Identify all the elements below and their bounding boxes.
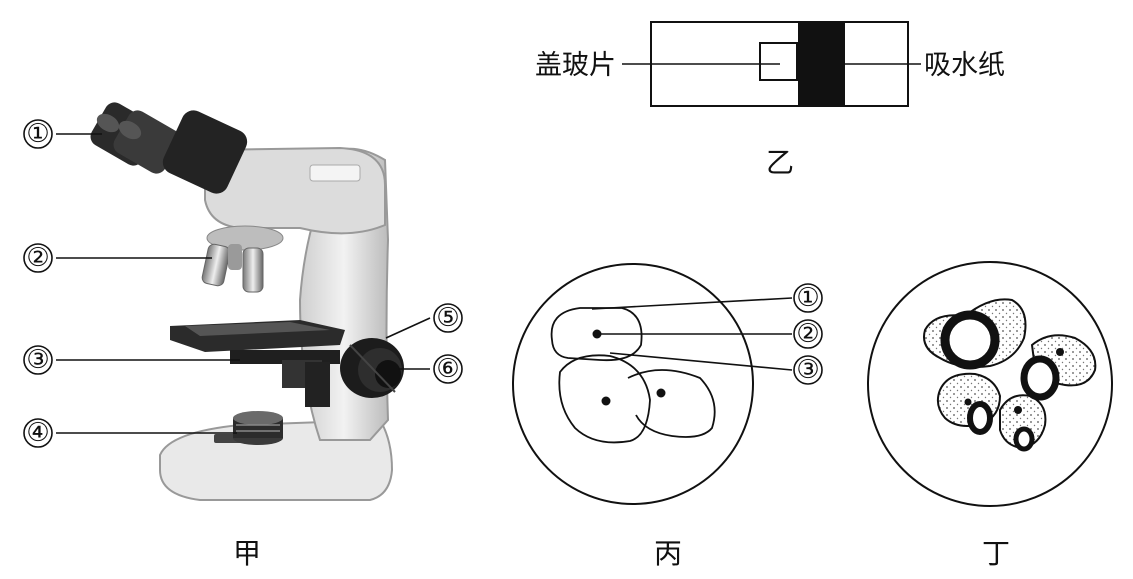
- microscope-stage: [170, 320, 345, 407]
- label-blotting-paper: 吸水纸: [924, 50, 1005, 81]
- slide-figure: 盖玻片 吸水纸 乙: [535, 21, 1005, 179]
- eyepiece: [90, 102, 248, 194]
- marker-3: ③: [26, 345, 49, 375]
- marker-cell-2: ②: [796, 319, 819, 349]
- marker-6: ⑥: [436, 354, 459, 384]
- caption-yi: 乙: [766, 146, 794, 179]
- marker-cell-1: ①: [796, 283, 819, 313]
- nucleus: [964, 398, 972, 406]
- marker-5: ⑤: [436, 303, 459, 333]
- marker-cell-3: ③: [796, 355, 819, 385]
- cell-lower-right: [627, 369, 716, 438]
- objective-lens: [201, 225, 284, 293]
- label-coverslip: 盖玻片: [535, 50, 616, 81]
- nucleus: [656, 388, 666, 398]
- marker-2: ②: [26, 243, 49, 273]
- air-bubble: [1013, 426, 1035, 452]
- air-bubble: [1020, 355, 1060, 401]
- blotting-paper: [798, 22, 845, 106]
- air-bubble: [940, 310, 1000, 370]
- caption-bing: 丙: [654, 537, 682, 570]
- cell-view-bing: ① ② ③ 丙: [512, 263, 823, 570]
- cell-upper: [550, 307, 643, 362]
- marker-4: ④: [26, 418, 49, 448]
- marker-1: ①: [26, 119, 49, 149]
- nucleus: [1014, 406, 1022, 414]
- stained-cell: [999, 394, 1047, 450]
- cell-view-ding: 丁: [867, 261, 1113, 570]
- field-of-view-circle: [512, 263, 754, 505]
- caption-ding: 丁: [982, 537, 1010, 570]
- microscope-figure: ① ② ③ ④ ⑤ ⑥ 甲: [23, 102, 463, 570]
- light-source: [233, 411, 283, 445]
- focus-knob: [340, 338, 404, 398]
- nucleus: [601, 396, 611, 406]
- air-bubble: [967, 401, 993, 435]
- nucleus: [1056, 348, 1064, 356]
- coverslip: [759, 42, 798, 81]
- caption-jia: 甲: [233, 537, 261, 570]
